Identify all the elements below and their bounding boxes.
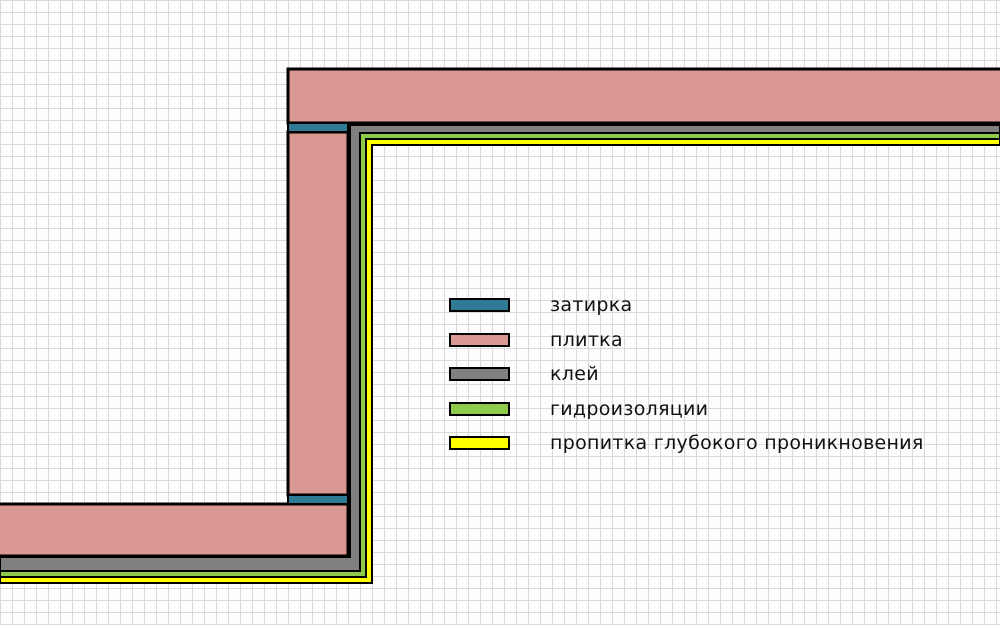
legend-item-glue: клей — [449, 357, 924, 392]
legend-swatch — [449, 332, 510, 347]
legend-swatch — [449, 298, 510, 313]
legend-swatch — [449, 401, 510, 416]
tile-top — [286, 67, 1000, 125]
grout-joint-bottom — [287, 494, 349, 505]
legend-label: пропитка глубокого проникновения — [550, 432, 924, 455]
tile-vertical — [286, 130, 350, 497]
legend-item-waterproofing: гидроизоляции — [449, 392, 924, 427]
glue-layer — [0, 124, 1000, 572]
legend-label: клей — [550, 363, 599, 386]
legend-label: плитка — [550, 328, 623, 351]
legend-label: гидроизоляции — [550, 397, 709, 420]
legend-item-grout: затирка — [449, 288, 924, 323]
legend-item-tile: плитка — [449, 323, 924, 358]
legend-label: затирка — [550, 294, 633, 317]
legend-swatch — [449, 367, 510, 382]
grout-joint-top — [287, 122, 349, 133]
legend-swatch — [449, 436, 510, 451]
tile-bottom — [0, 502, 350, 558]
legend-item-primer: пропитка глубокого проникновения — [449, 426, 924, 461]
legend: затирка плитка клей гидроизоляции пропит… — [449, 288, 924, 461]
